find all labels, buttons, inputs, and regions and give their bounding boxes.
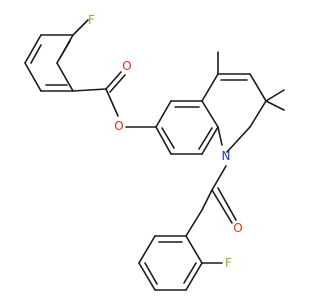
carbonyl-oxygen-top: O [122,59,131,73]
bond [185,235,203,264]
bond [211,165,227,191]
quinoline-benzo-ring [155,100,219,155]
methyl-bond [265,100,285,111]
bond [105,88,119,117]
bond [201,73,219,102]
carbonyl-oxygen-bottom: O [233,221,242,235]
double-bond-inner [183,262,197,284]
molecule-structure-drawing: F O O N O [24,13,285,291]
ester-oxygen: O [114,119,123,133]
bond [226,126,251,153]
bond [249,73,267,102]
bond [155,126,172,155]
bond [185,262,203,291]
fluorine-atom-bottom: F [225,256,232,270]
bond [155,100,172,128]
bond [24,62,42,92]
bond [72,88,107,92]
double-bond-inner [30,44,42,64]
bond [138,262,156,291]
nitrogen-atom: N [222,149,231,163]
bond [24,34,42,64]
bond [217,126,223,146]
structure-canvas: F O O N O [24,13,285,291]
methyl-bond [265,89,285,102]
bond-to-fluorine-top [72,19,89,36]
bond [185,209,203,237]
bond [56,62,74,92]
double-bond-inner [59,40,71,59]
carbonyl-double-bond [109,74,126,93]
carbonyl-bond [211,189,233,224]
carbonyl-double-bond [217,187,237,221]
bond [138,235,156,264]
double-bond-inner [198,127,213,150]
bond [201,100,219,128]
bond [201,126,219,155]
top-fluorophenyl-ring [24,34,74,92]
bottom-fluorophenyl-ring [138,209,203,291]
double-bond-inner [161,127,175,149]
double-bond-inner [144,262,158,285]
bond [201,189,213,211]
fluorine-atom-top: F [88,13,95,27]
bond [249,100,267,128]
carbonyl-bond [105,71,122,90]
